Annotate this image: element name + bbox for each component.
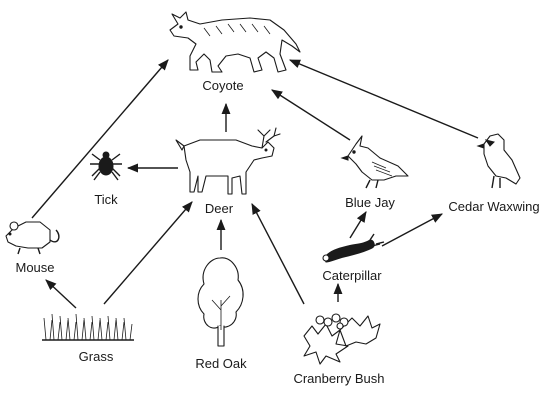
- deer-illustration: [175, 127, 281, 195]
- cranberry-bush-illustration: [303, 313, 381, 365]
- blue-jay-label: Blue Jay: [345, 195, 395, 210]
- mouse-illustration: [5, 221, 60, 255]
- coyote-label: Coyote: [202, 78, 243, 93]
- coyote-illustration: [169, 11, 301, 73]
- grass-label: Grass: [79, 349, 114, 364]
- cedar-waxwing-illustration: [476, 133, 521, 189]
- food-web-arrows: [31, 59, 479, 309]
- red-oak-illustration: [197, 257, 244, 347]
- arrow-mouse-to-coyote: [31, 59, 169, 219]
- arrow-cedarwaxwing-to-coyote: [288, 59, 479, 139]
- caterpillar-label: Caterpillar: [322, 268, 382, 283]
- red-oak-label: Red Oak: [195, 356, 247, 371]
- mouse-label: Mouse: [15, 260, 54, 275]
- tick-label: Tick: [94, 192, 118, 207]
- arrow-caterpillar-to-cedarwaxwing: [381, 213, 443, 247]
- cedar-waxwing-label: Cedar Waxwing: [448, 199, 539, 214]
- blue-jay-illustration: [340, 135, 409, 189]
- arrow-cranberry-to-deer: [251, 203, 305, 305]
- cranberry-bush-label: Cranberry Bush: [293, 371, 384, 386]
- arrow-grass-to-mouse: [45, 279, 77, 309]
- tick-illustration: [90, 151, 122, 181]
- arrow-bluejay-to-coyote: [271, 89, 351, 141]
- deer-label: Deer: [205, 201, 234, 216]
- caterpillar-illustration: [322, 233, 385, 263]
- arrow-grass-to-deer: [103, 201, 193, 305]
- arrow-caterpillar-to-bluejay: [349, 211, 367, 239]
- grass-illustration: [42, 313, 134, 341]
